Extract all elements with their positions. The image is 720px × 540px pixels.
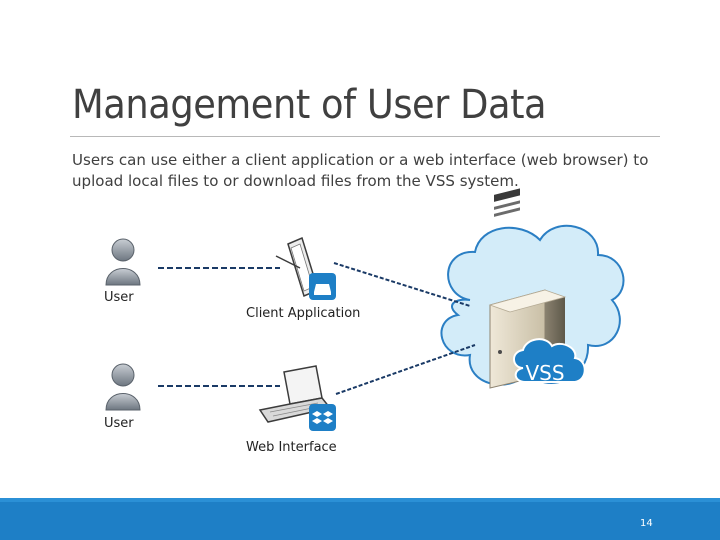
vss-badge [513, 338, 586, 383]
slide-body-text: Users can use either a client applicatio… [72, 151, 649, 190]
user-2-icon [105, 363, 141, 411]
client-application-label: Client Application [246, 306, 361, 321]
architecture-diagram: VSS [105, 188, 625, 431]
vss-label: VSS [525, 361, 564, 385]
web-interface-badge-icon [309, 404, 336, 431]
user-1-label: User [104, 290, 134, 305]
footer-bar [0, 498, 720, 540]
web-interface-label: Web Interface [246, 440, 337, 455]
title-divider [70, 136, 660, 137]
user-2-label: User [104, 416, 134, 431]
connector-web-vss [335, 344, 476, 395]
footer-accent [0, 498, 720, 502]
page-number: 14 [640, 518, 653, 529]
user-1-icon [105, 238, 141, 286]
client-app-badge-icon [309, 273, 336, 300]
slide-title: Management of User Data [72, 82, 547, 128]
laptop-icon [258, 365, 332, 423]
